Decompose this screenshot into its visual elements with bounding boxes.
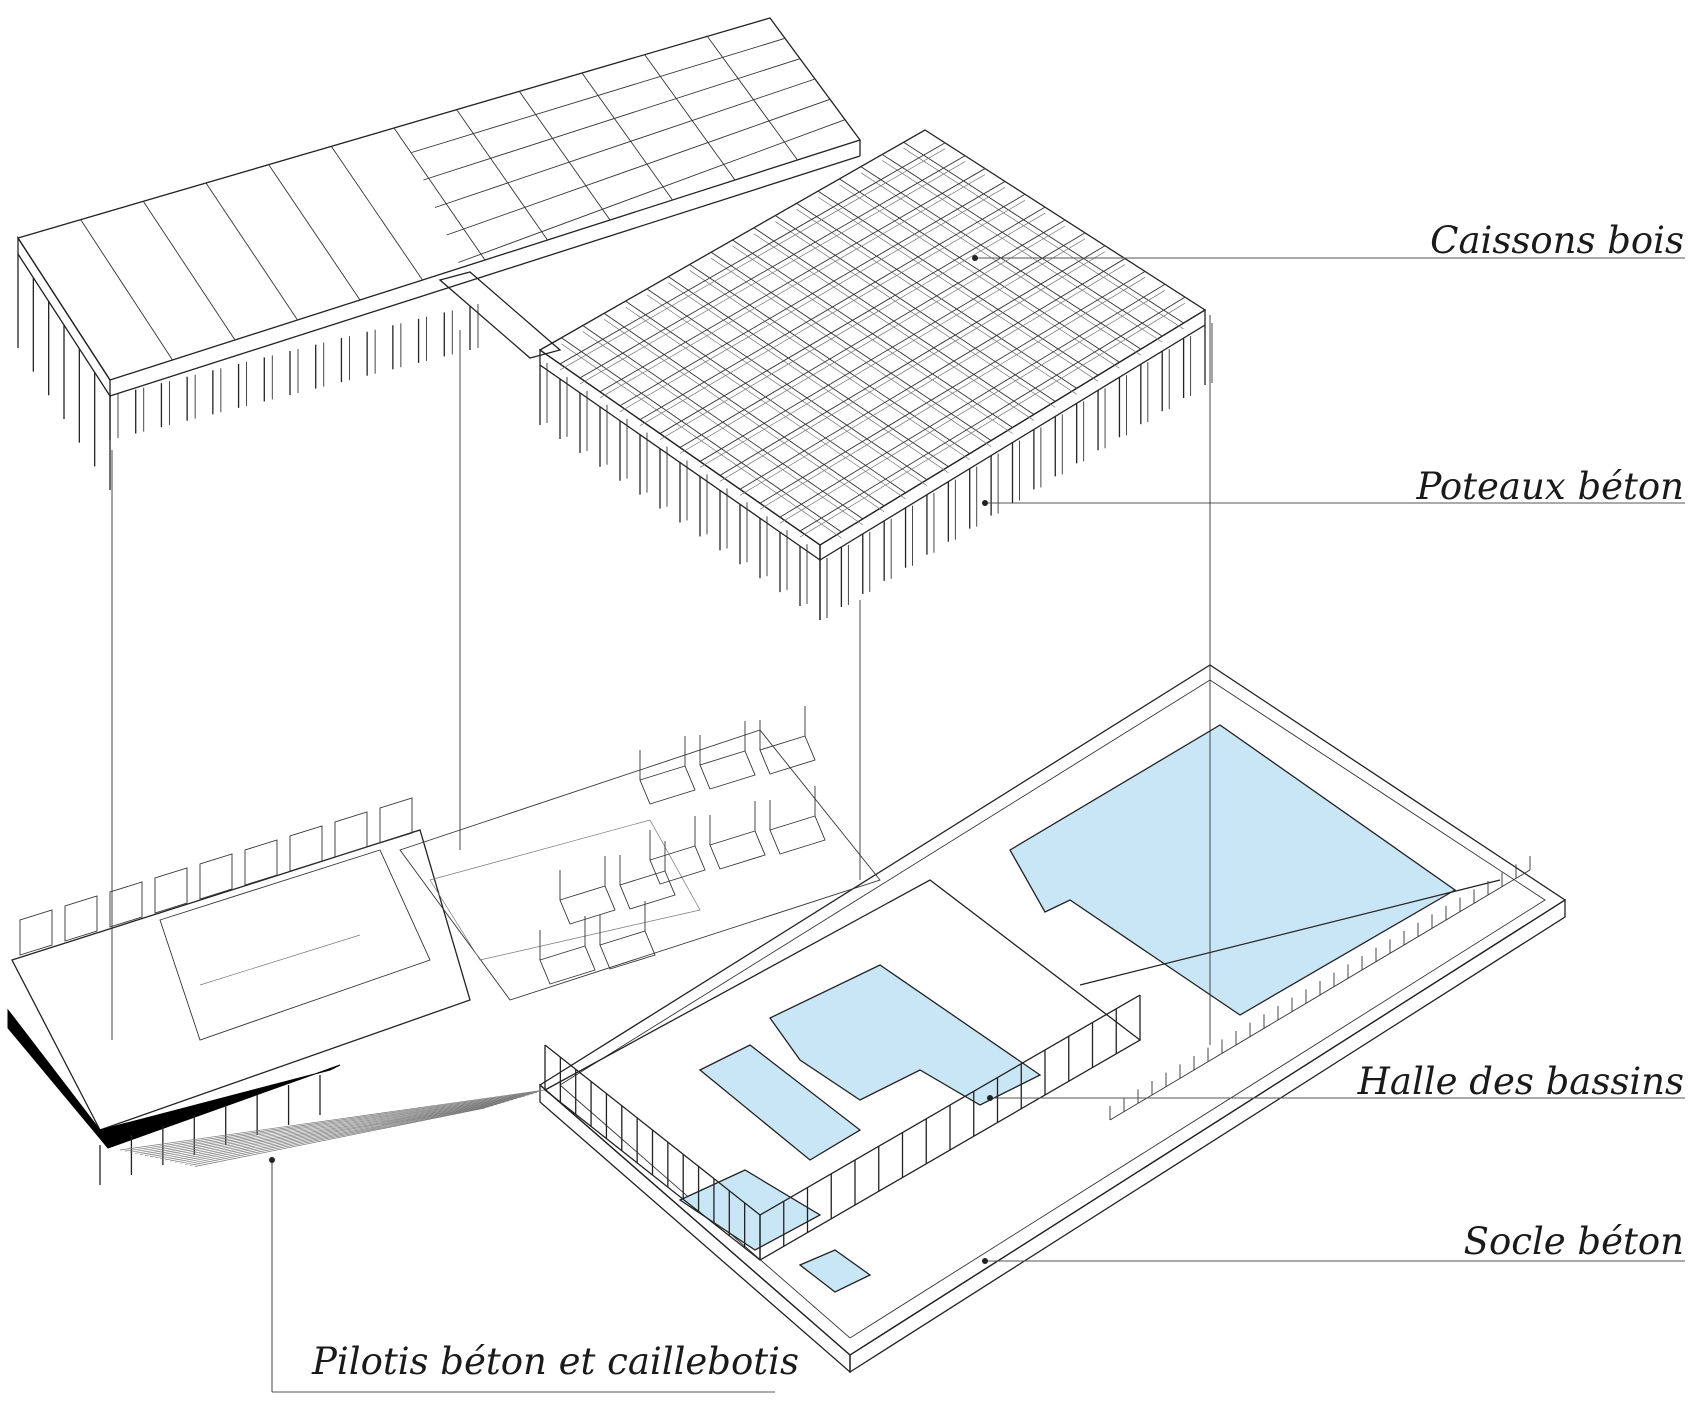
grid-rib-depth <box>619 187 1006 413</box>
grid-rib <box>639 193 1026 421</box>
stair-step <box>149 1096 522 1157</box>
cabin <box>759 735 816 775</box>
ground-level-building <box>7 664 1567 1374</box>
cabin <box>619 870 676 910</box>
cabin <box>639 765 696 805</box>
roof-rib <box>268 164 361 301</box>
roof-rib <box>205 182 298 321</box>
stair-step <box>159 1099 514 1160</box>
upper-left-roof <box>16 17 862 490</box>
stair-step <box>189 1106 490 1166</box>
wing-wall <box>109 881 143 928</box>
roof-rib <box>80 219 173 361</box>
wing-bench <box>199 934 361 986</box>
grid-rib <box>739 258 1126 490</box>
grid-rib <box>799 296 1186 532</box>
label-halle-des-bassins: Halle des bassins <box>1357 1060 1684 1103</box>
grid-rib <box>579 155 966 379</box>
label-poteaux-beton: Poteaux béton <box>1416 465 1684 508</box>
label-pilotis-beton-et-caillebotis: Pilotis béton et caillebotis <box>312 1340 799 1383</box>
roof-rib <box>706 36 798 161</box>
cabin <box>599 930 656 970</box>
roof-rib <box>411 37 786 153</box>
grid-rib <box>599 168 986 393</box>
grid-rib-depth <box>759 277 1146 510</box>
stair-step <box>129 1092 538 1153</box>
wing-wall <box>289 825 323 872</box>
stair-step <box>194 1107 486 1167</box>
stair-step <box>144 1095 526 1156</box>
stair-step <box>174 1102 502 1163</box>
grid-rib <box>619 181 1006 407</box>
roof-rib <box>644 54 736 181</box>
wing-wall <box>199 853 233 900</box>
stair-step <box>119 1089 546 1151</box>
roof-rib <box>518 91 611 221</box>
wing-wall <box>244 839 278 886</box>
label-socle-beton: Socle béton <box>1463 1220 1684 1263</box>
grid-rib-depth <box>559 148 946 371</box>
cabin <box>699 750 756 790</box>
stair-step <box>169 1101 506 1162</box>
grid-rib-depth <box>659 212 1046 440</box>
grid-rib-depth <box>699 238 1086 468</box>
caissons-grid-roof <box>538 129 1213 620</box>
roof-rib <box>142 201 236 341</box>
grid-rib-depth <box>719 251 1106 482</box>
stair-step <box>139 1094 530 1155</box>
glass-head <box>544 1044 761 1216</box>
wing-wall <box>64 895 98 942</box>
stair-step <box>154 1098 518 1159</box>
roof-rib <box>581 72 673 201</box>
cabin <box>559 885 616 925</box>
wing-wall <box>334 811 368 858</box>
stair-step <box>184 1105 494 1165</box>
stair-step <box>134 1093 534 1154</box>
grid-rib-depth <box>639 199 1026 426</box>
roof-rib <box>423 58 801 181</box>
wing-wall <box>19 909 53 956</box>
roof-rib <box>393 127 486 261</box>
roof-rib <box>458 119 846 263</box>
grid-rib <box>699 232 1086 462</box>
grid-rib <box>719 245 1106 476</box>
stair-step <box>164 1100 510 1161</box>
leader-lines <box>111 255 1685 1393</box>
roof-rib <box>330 146 423 281</box>
grid-rib <box>659 206 1046 434</box>
cabin <box>649 845 706 885</box>
stair-step <box>179 1104 498 1164</box>
grid-rib-depth <box>799 302 1186 538</box>
roof-rib <box>446 98 831 236</box>
roof-rib <box>434 78 816 208</box>
wing-hall <box>159 849 431 1041</box>
grid-rib-depth <box>579 161 966 385</box>
grid-rib <box>679 219 1066 448</box>
cabin <box>539 945 596 985</box>
grid-rib-depth <box>739 264 1126 496</box>
grid-rib-depth <box>599 174 986 399</box>
grid-rib <box>779 283 1166 518</box>
wing-wall <box>154 867 188 914</box>
label-caissons-bois: Caissons bois <box>1430 219 1684 262</box>
cabin <box>769 815 826 855</box>
grid-rib <box>559 142 946 365</box>
cabin <box>709 830 766 870</box>
grid-rib-depth <box>679 225 1066 454</box>
roof-rib <box>456 109 548 241</box>
grid-rib-depth <box>779 289 1166 524</box>
grid-rib <box>759 271 1146 504</box>
stair-step <box>124 1090 542 1152</box>
glass-head <box>759 994 1141 1216</box>
wing-wall <box>379 797 413 844</box>
